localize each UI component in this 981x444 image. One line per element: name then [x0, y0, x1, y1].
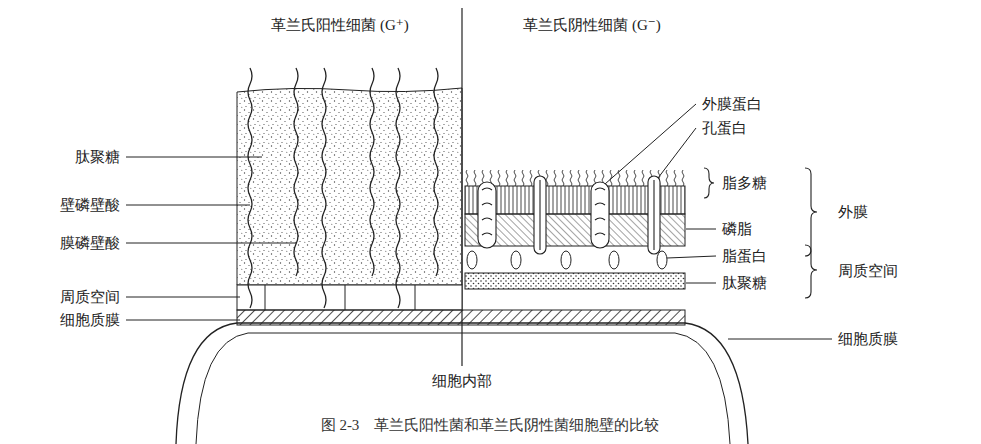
part-label: 脂蛋白: [722, 246, 767, 266]
column-heading: 革兰氏阴性细菌 (G⁻): [523, 15, 661, 35]
part-label: 细胞内部: [432, 371, 492, 391]
part-label: 周质空间: [838, 261, 898, 281]
part-label: 外膜: [838, 202, 868, 222]
part-label: 细胞质膜: [60, 310, 120, 330]
figure-caption: 图 2-3 革兰氏阳性菌和革兰氏阴性菌细胞壁的比较: [321, 415, 660, 435]
part-label: 磷脂: [722, 219, 752, 239]
part-label: 孔蛋白: [702, 118, 747, 138]
part-label: 脂多糖: [722, 173, 767, 193]
column-heading: 革兰氏阳性细菌 (G⁺): [271, 15, 409, 35]
part-label: 膜磷壁酸: [60, 233, 120, 253]
part-label: 细胞质膜: [838, 329, 898, 349]
part-label: 肽聚糖: [75, 147, 120, 167]
part-label: 壁磷壁酸: [60, 195, 120, 215]
part-label: 肽聚糖: [722, 273, 767, 293]
part-label: 周质空间: [60, 287, 120, 307]
part-label: 外膜蛋白: [702, 94, 762, 114]
